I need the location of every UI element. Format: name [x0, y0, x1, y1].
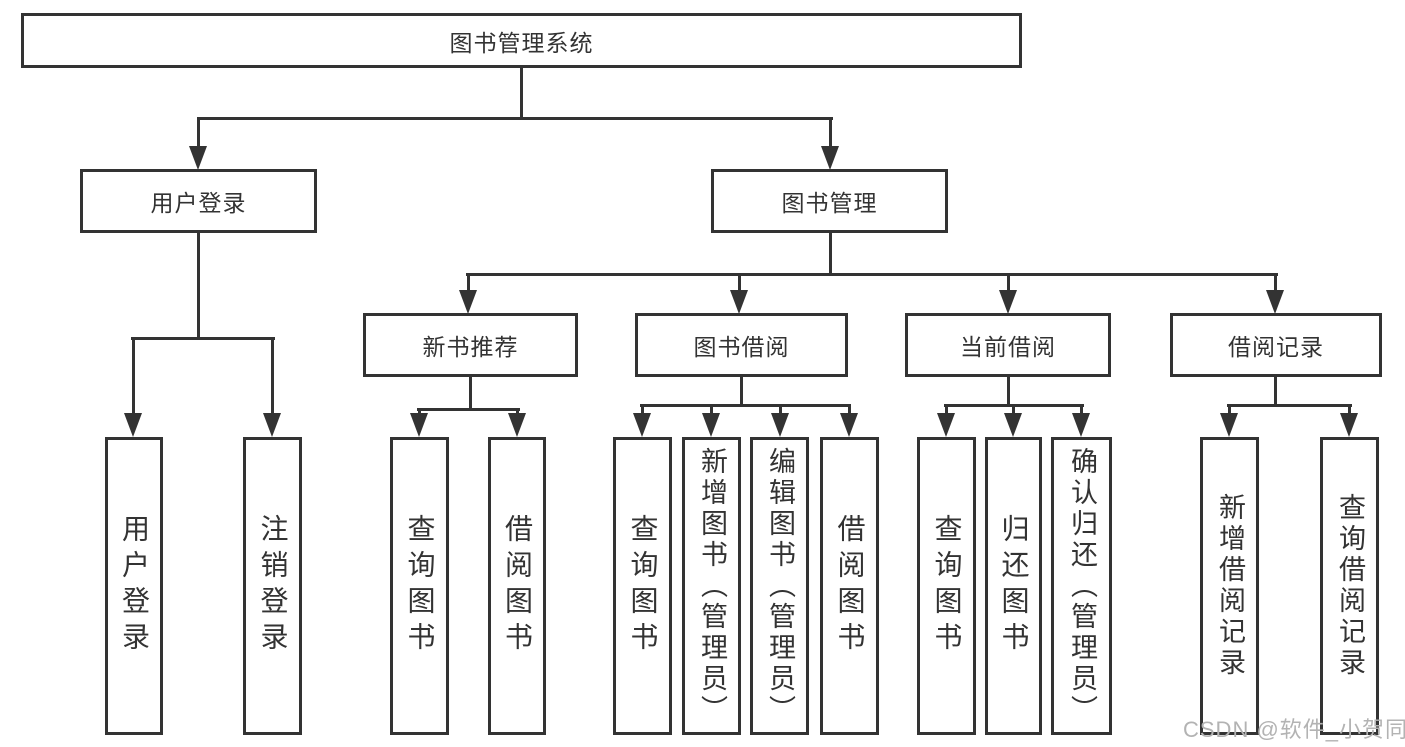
- connector-drop-book-borrow: [738, 273, 741, 293]
- connector-drop-user-login-group: [197, 117, 200, 149]
- leaf-add-book-admin: 新增图书（管理员）: [682, 437, 741, 735]
- connector-drop: [1012, 404, 1015, 416]
- arrow-down-icon: [702, 413, 720, 437]
- connector-drop: [1348, 404, 1351, 416]
- connector-level2-horizontal: [466, 273, 1278, 276]
- leaf-borrow-book-newrec: 借阅图书: [488, 437, 546, 735]
- leaf-add-borrow-record-label: 新增借阅记录: [1215, 493, 1245, 679]
- connector-drop: [945, 404, 948, 416]
- connector-drop: [641, 404, 644, 416]
- arrow-down-icon: [937, 413, 955, 437]
- node-book-mgmt: 图书管理: [711, 169, 948, 233]
- arrow-down-icon: [410, 413, 428, 437]
- connector-level1-horizontal: [197, 117, 833, 120]
- arrow-down-icon: [459, 290, 477, 314]
- node-book-mgmt-label: 图书管理: [781, 190, 878, 216]
- leaf-query-borrow-record-label: 查询借阅记录: [1335, 493, 1365, 679]
- arrow-down-icon: [633, 413, 651, 437]
- leaf-query-book-current: 查询图书: [917, 437, 976, 735]
- leaf-logout-label: 注销登录: [257, 514, 289, 658]
- connector-book-borrow-stem: [740, 377, 743, 407]
- node-borrow-records: 借阅记录: [1170, 313, 1382, 377]
- leaf-borrow-book-newrec-label: 借阅图书: [502, 514, 533, 658]
- leaf-query-book-newrec-label: 查询图书: [404, 514, 436, 658]
- leaf-edit-book-admin-label: 编辑图书（管理员）: [765, 446, 795, 726]
- connector-book-borrow-horizontal: [640, 404, 851, 407]
- leaf-query-book-borrow: 查询图书: [613, 437, 672, 735]
- leaf-query-book-borrow-label: 查询图书: [627, 514, 659, 658]
- arrow-down-icon: [1266, 290, 1284, 314]
- arrow-down-icon: [1340, 413, 1358, 437]
- leaf-query-borrow-record: 查询借阅记录: [1320, 437, 1379, 735]
- arrow-down-icon: [821, 146, 839, 170]
- node-book-borrow: 图书借阅: [635, 313, 848, 377]
- node-user-login-group: 用户登录: [80, 169, 317, 233]
- connector-book-mgmt-stem: [829, 232, 832, 276]
- connector-drop: [848, 404, 851, 416]
- node-current-borrow-label: 当前借阅: [960, 334, 1056, 360]
- connector-drop: [710, 404, 713, 416]
- leaf-confirm-return-admin: 确认归还（管理员）: [1051, 437, 1112, 735]
- connector-borrow-records-horizontal: [1227, 404, 1352, 407]
- leaf-add-book-admin-label: 新增图书（管理员）: [697, 446, 727, 726]
- leaf-return-book-label: 归还图书: [998, 514, 1030, 658]
- node-root-label: 图书管理系统: [449, 29, 594, 56]
- leaf-add-borrow-record: 新增借阅记录: [1200, 437, 1259, 735]
- connector-drop-new-book-rec: [467, 273, 470, 293]
- connector-borrow-records-stem: [1274, 377, 1277, 407]
- connector-drop: [779, 404, 782, 416]
- connector-drop: [1080, 404, 1083, 416]
- arrow-down-icon: [189, 146, 207, 170]
- leaf-user-login-label: 用户登录: [119, 514, 150, 658]
- connector-drop-book-mgmt: [829, 117, 832, 149]
- connector-user-login-stem: [197, 233, 200, 340]
- arrow-down-icon: [840, 413, 858, 437]
- arrow-down-icon: [263, 413, 281, 437]
- connector-new-book-rec-stem: [469, 377, 472, 410]
- leaf-query-book-newrec: 查询图书: [390, 437, 449, 735]
- connector-drop-borrow-records: [1274, 273, 1277, 293]
- node-current-borrow: 当前借阅: [905, 313, 1111, 377]
- node-new-book-rec-label: 新书推荐: [422, 334, 519, 360]
- leaf-borrow-book-label: 借阅图书: [834, 514, 866, 658]
- node-root: 图书管理系统: [21, 13, 1022, 68]
- arrow-down-icon: [1072, 413, 1090, 437]
- arrow-down-icon: [999, 290, 1017, 314]
- leaf-borrow-book: 借阅图书: [820, 437, 879, 735]
- arrow-down-icon: [1220, 413, 1238, 437]
- leaf-user-login: 用户登录: [105, 437, 163, 735]
- csdn-watermark: CSDN @软件_小贺同学: [1183, 717, 1405, 742]
- node-book-borrow-label: 图书借阅: [693, 334, 790, 360]
- leaf-logout: 注销登录: [243, 437, 302, 735]
- leaf-query-book-current-label: 查询图书: [931, 514, 963, 658]
- arrow-down-icon: [771, 413, 789, 437]
- arrow-down-icon: [124, 413, 142, 437]
- connector-drop: [418, 408, 421, 416]
- arrow-down-icon: [1004, 413, 1022, 437]
- node-new-book-rec: 新书推荐: [363, 313, 578, 377]
- connector-user-login-horizontal: [131, 337, 275, 340]
- node-borrow-records-label: 借阅记录: [1228, 334, 1324, 360]
- arrow-down-icon: [730, 290, 748, 314]
- leaf-return-book: 归还图书: [985, 437, 1042, 735]
- connector-new-book-rec-horizontal: [417, 408, 520, 411]
- connector-root-stem: [520, 68, 523, 118]
- leaf-confirm-return-admin-label: 确认归还（管理员）: [1067, 446, 1097, 726]
- node-user-login-group-label: 用户登录: [150, 190, 247, 216]
- connector-drop: [1228, 404, 1231, 416]
- arrow-down-icon: [508, 413, 526, 437]
- connector-drop-leaf-logout: [271, 337, 274, 416]
- leaf-edit-book-admin: 编辑图书（管理员）: [750, 437, 809, 735]
- connector-drop: [516, 408, 519, 416]
- connector-drop-current-borrow: [1007, 273, 1010, 293]
- connector-current-borrow-stem: [1007, 377, 1010, 407]
- connector-drop-leaf-user-login: [132, 337, 135, 416]
